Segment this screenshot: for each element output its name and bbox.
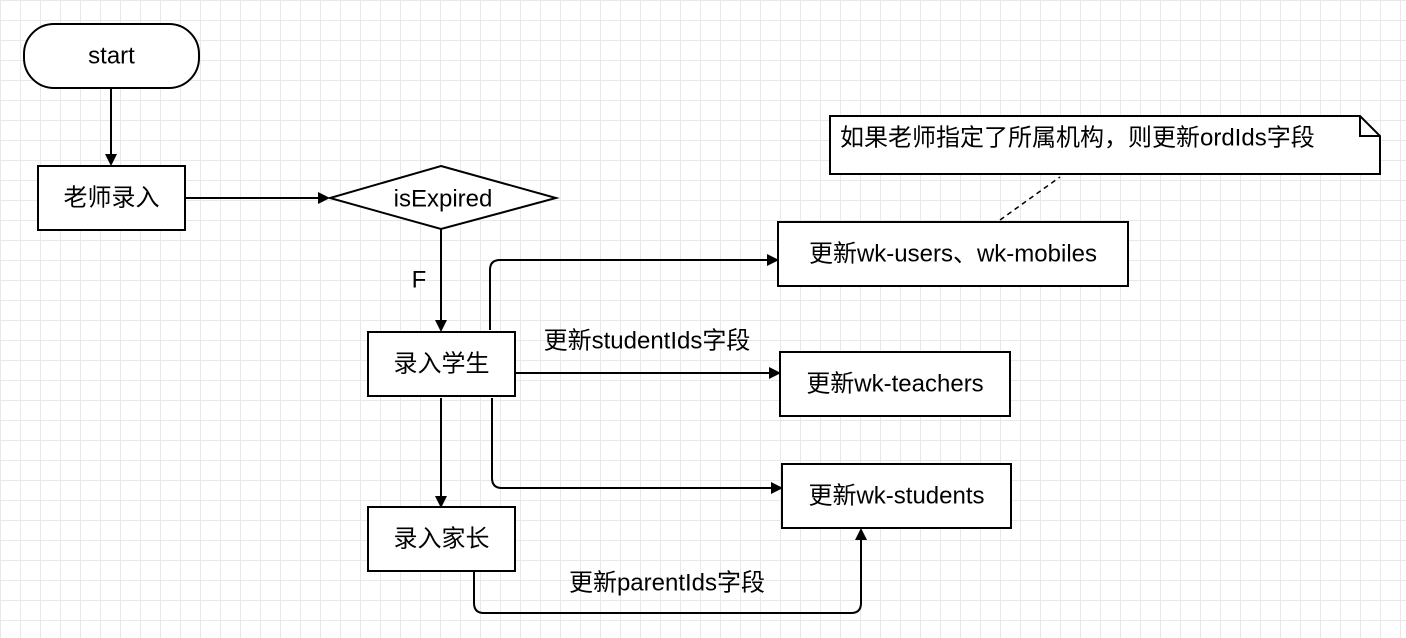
edge-parent-to-students xyxy=(473,528,867,614)
start-node[interactable]: start xyxy=(23,23,200,89)
student-entry-node[interactable]: 录入学生 xyxy=(367,331,516,397)
update-users-mobiles-node[interactable]: 更新wk-users、wk-mobiles xyxy=(777,221,1129,287)
parent-ids-label: 更新parentIds字段 xyxy=(569,570,765,597)
parent-entry-label: 录入家长 xyxy=(394,526,490,553)
edges xyxy=(105,88,1061,614)
note-node[interactable]: 如果老师指定了所属机构，则更新ordIds字段 xyxy=(829,115,1381,175)
update-teachers-node[interactable]: 更新wk-teachers xyxy=(779,351,1011,417)
start-label: start xyxy=(88,43,135,70)
parent-entry-node[interactable]: 录入家长 xyxy=(367,506,516,572)
note-connector xyxy=(999,176,1061,221)
update-students-label: 更新wk-students xyxy=(808,483,984,510)
teacher-entry-label: 老师录入 xyxy=(64,185,160,212)
student-ids-label: 更新studentIds字段 xyxy=(544,328,751,355)
decision-node[interactable]: isExpired xyxy=(326,164,560,231)
student-entry-label: 录入学生 xyxy=(394,351,490,378)
decision-label: isExpired xyxy=(394,186,493,213)
update-users-mobiles-label: 更新wk-users、wk-mobiles xyxy=(809,241,1097,268)
update-teachers-label: 更新wk-teachers xyxy=(806,371,983,398)
edge-student-to-users-mobiles xyxy=(489,254,779,330)
note-label: 如果老师指定了所属机构，则更新ordIds字段 xyxy=(840,125,1315,152)
edge-student-to-students xyxy=(491,398,783,494)
update-students-node[interactable]: 更新wk-students xyxy=(781,463,1012,529)
false-branch-label: F xyxy=(412,267,427,294)
teacher-entry-node[interactable]: 老师录入 xyxy=(37,165,186,231)
